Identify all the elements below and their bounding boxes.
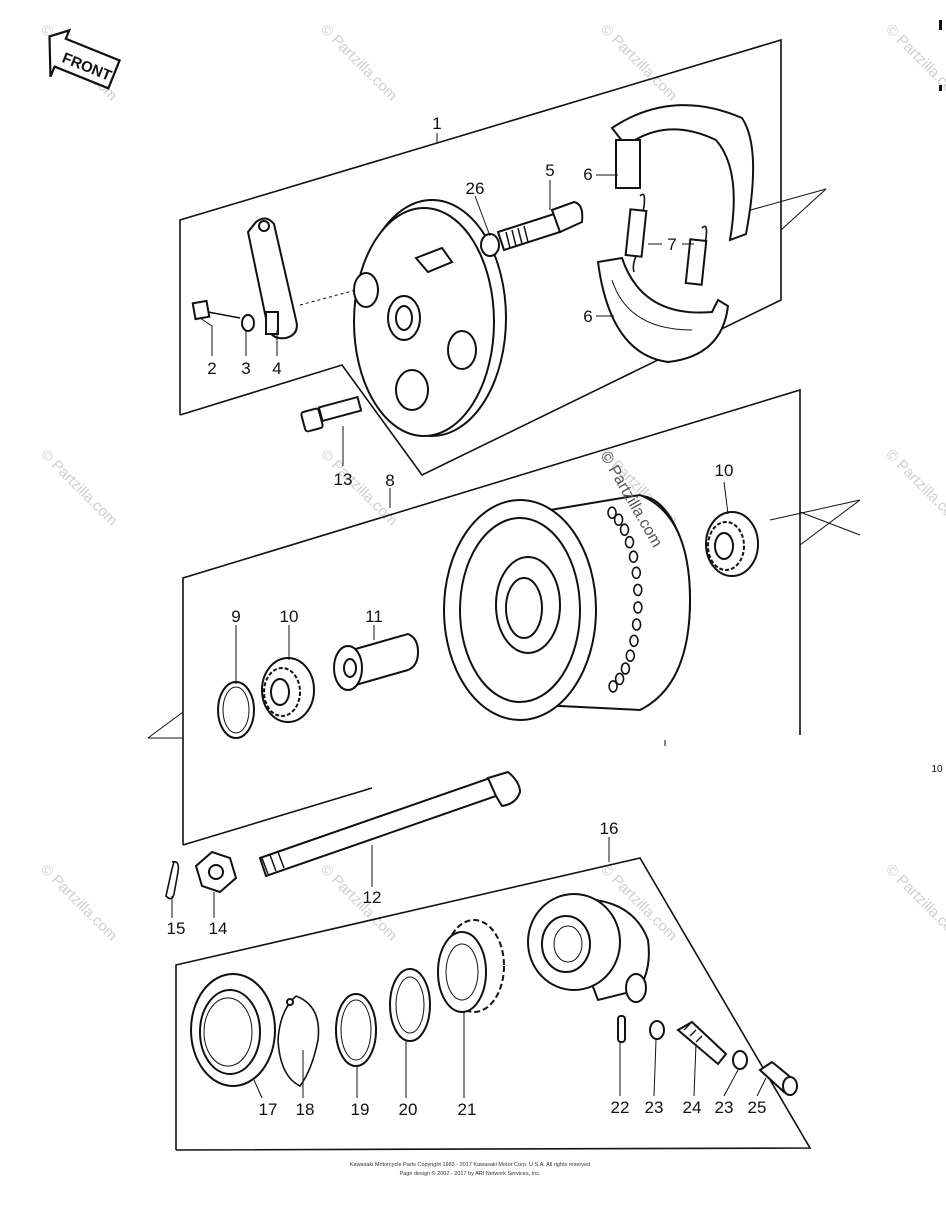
spoke-hole [613, 513, 624, 527]
callout-17: 17 [259, 1100, 278, 1119]
hub-group-outline [147, 388, 861, 846]
spoke-hole [619, 523, 630, 537]
pinion-washer-left [649, 1020, 665, 1040]
brake-camshaft [496, 200, 584, 252]
cam-lever [246, 217, 298, 340]
watermark-text: © Partzilla.com [882, 861, 946, 944]
callout-1: 1 [432, 114, 441, 133]
callout-10-right: 10 [715, 461, 734, 480]
callout-12: 12 [363, 888, 382, 907]
callout-15: 15 [167, 919, 186, 938]
speedometer-gear-retainer [389, 968, 431, 1042]
wheel-bearing-right [705, 511, 759, 577]
pinion-bushing [758, 1060, 798, 1096]
camshaft-o-ring [480, 233, 500, 257]
housing-pin [617, 1015, 626, 1043]
callout-3: 3 [241, 359, 250, 378]
brake-spring-left [624, 193, 648, 273]
brake-spring-right [684, 225, 708, 286]
spoke-hole [632, 583, 643, 597]
callout-20: 20 [399, 1100, 418, 1119]
footer-copyright: Kawasaki Motorcycle Parts Copyright 1983… [350, 1162, 590, 1168]
spoke-hole [607, 506, 617, 520]
spoke-hole [624, 535, 635, 549]
callout-layer: 1 2 3 4 5 6 6 7 8 9 10 10 11 12 13 14 15… [167, 114, 767, 1119]
spoke-hole [631, 618, 642, 631]
page-side-number: 10 [931, 764, 943, 775]
spoke-hole [608, 680, 618, 693]
callout-21: 21 [458, 1100, 477, 1119]
speedo-group-outline [175, 857, 812, 1151]
callout-11: 11 [365, 607, 383, 626]
watermark-text: © Partzilla.com [317, 21, 400, 104]
callout-24: 24 [683, 1098, 702, 1117]
washer [241, 314, 255, 332]
spoke-hole [633, 601, 643, 614]
watermark-text: © Partzilla.com [882, 21, 946, 104]
brake-shoe-lower [596, 256, 730, 364]
callout-13: 13 [334, 470, 353, 489]
brake-panel-group-outline [179, 38, 827, 477]
spoke-hole [629, 634, 639, 648]
callout-9: 9 [231, 607, 240, 626]
callout-19: 19 [351, 1100, 370, 1119]
callout-10-left: 10 [280, 607, 299, 626]
watermark-text: © Partzilla.com [37, 446, 120, 529]
hub-spoke-holes [607, 506, 643, 693]
callout-16: 16 [600, 819, 619, 838]
spoke-hole [628, 550, 639, 564]
spoke-hole [631, 566, 642, 580]
callout-2: 2 [207, 359, 216, 378]
callout-26: 26 [466, 179, 485, 198]
wheel-bearing-left [261, 657, 315, 723]
callout-23-left: 23 [645, 1098, 664, 1117]
callout-14: 14 [209, 919, 228, 938]
watermark-text: © Partzilla.com [317, 861, 400, 944]
bearing-circlip [217, 681, 255, 739]
callout-18: 18 [296, 1100, 315, 1119]
brake-panel [353, 199, 507, 437]
watermark-text: © Partzilla.com [882, 446, 946, 529]
cotter-pin [165, 860, 180, 900]
leader-lines [171, 133, 767, 1099]
seal-circlip [277, 995, 320, 1088]
callout-25: 25 [748, 1098, 767, 1117]
wheel-hub [443, 493, 692, 721]
panel-stopper-bolt [300, 395, 363, 433]
front-arrow-icon: FRONT [48, 28, 122, 90]
front-axle [258, 770, 522, 878]
callout-7: 7 [667, 235, 676, 254]
callout-8: 8 [385, 471, 394, 490]
speedometer-drive-gear [437, 919, 505, 1013]
speedometer-pinion-gear [676, 1020, 728, 1066]
callout-6-lower: 6 [583, 307, 592, 326]
callout-6-upper: 6 [583, 165, 592, 184]
footer-page-design: Page design © 2002 - 2017 by ARI Network… [399, 1170, 540, 1177]
brake-shoe-upper [610, 104, 755, 242]
callout-23-right: 23 [715, 1098, 734, 1117]
thrust-washer [335, 993, 377, 1067]
spoke-hole [620, 662, 631, 675]
oil-seal [190, 973, 276, 1087]
corner-mark [939, 85, 942, 91]
callout-22: 22 [611, 1098, 630, 1117]
lever-bolt [191, 299, 241, 321]
speedometer-gear-housing [527, 893, 650, 1003]
callout-4: 4 [272, 359, 281, 378]
spoke-hole [614, 672, 625, 686]
corner-mark [939, 20, 942, 30]
axle-nut [194, 850, 238, 894]
watermark-text: © Partzilla.com [37, 861, 120, 944]
watermark-layer: © Partzilla.com © Partzilla.com © Partzill… [37, 21, 946, 944]
axle-collar [333, 632, 420, 691]
spoke-hole [625, 649, 636, 663]
pinion-washer-right [732, 1050, 748, 1070]
callout-5: 5 [545, 161, 554, 180]
